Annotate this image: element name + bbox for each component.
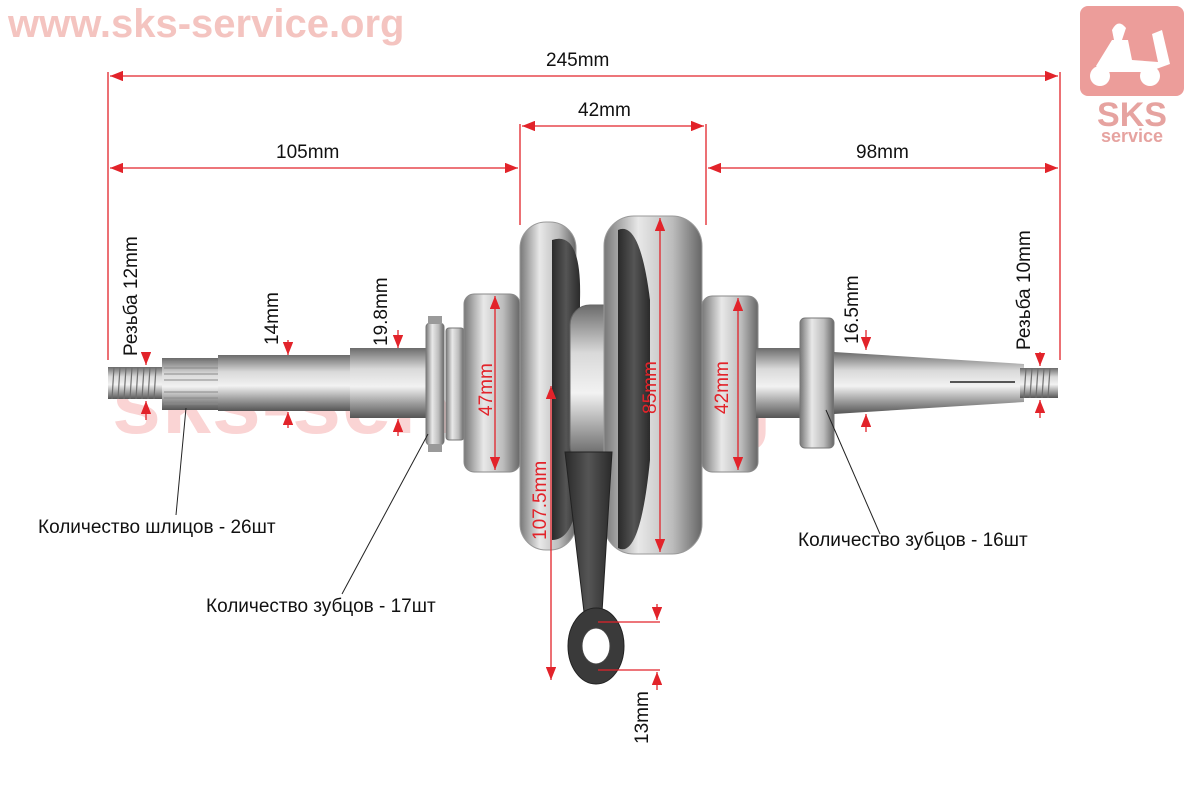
spline-lines: [164, 361, 218, 405]
right-sprocket: [799, 317, 835, 449]
rod-small-end-hole: [581, 627, 611, 665]
left-shaft: [218, 355, 358, 411]
logo-sks-text: SKS: [1097, 96, 1167, 134]
label-85mm: 85mm: [640, 361, 661, 414]
crankshaft: [108, 215, 1058, 685]
label-right-shaft: 98mm: [856, 142, 909, 163]
left-thread-lines: [111, 366, 157, 400]
leader-splines: [175, 407, 187, 516]
top-watermark: www.sks-service.org: [8, 2, 405, 46]
left-shaft-step: [350, 348, 428, 418]
logo-service-text: service: [1100, 126, 1164, 146]
leader-lines: [175, 407, 881, 595]
logo-scooter-body: [1096, 30, 1170, 72]
logo-rider: [1112, 23, 1126, 40]
label-19-8mm: 19.8mm: [371, 277, 392, 346]
right-counterweight: [618, 228, 650, 550]
label-16-5mm: 16.5mm: [842, 275, 863, 344]
dimension-lines: [107, 70, 1061, 690]
spline-section: [162, 358, 220, 410]
label-total-length: 245mm: [546, 50, 610, 71]
left-sprocket-2: [445, 327, 465, 441]
right-tapered-shaft: [834, 352, 1024, 414]
label-left-thread: Резьба 12mm: [121, 236, 142, 356]
label-13mm: 13mm: [632, 691, 653, 744]
label-42mm: 42mm: [712, 361, 733, 414]
right-thread-lines: [1023, 367, 1051, 399]
label-left-shaft: 105mm: [276, 142, 340, 163]
left-sprocket: [425, 322, 445, 446]
note-left-teeth: Количество зубцов - 17шт: [206, 596, 436, 617]
leader-right-teeth: [825, 409, 881, 535]
label-107-5mm: 107.5mm: [530, 460, 551, 540]
label-web-width: 42mm: [578, 100, 631, 121]
right-thread: [1020, 368, 1058, 398]
leader-left-teeth: [341, 433, 429, 595]
left-sprocket-teeth: [428, 316, 442, 452]
sks-logo: [1080, 6, 1184, 96]
label-right-thread: Резьба 10mm: [1014, 230, 1035, 350]
label-14mm: 14mm: [262, 292, 283, 345]
label-47mm: 47mm: [476, 363, 497, 416]
note-splines: Количество шлицов - 26шт: [38, 517, 276, 538]
note-right-teeth: Количество зубцов - 16шт: [798, 530, 1028, 551]
